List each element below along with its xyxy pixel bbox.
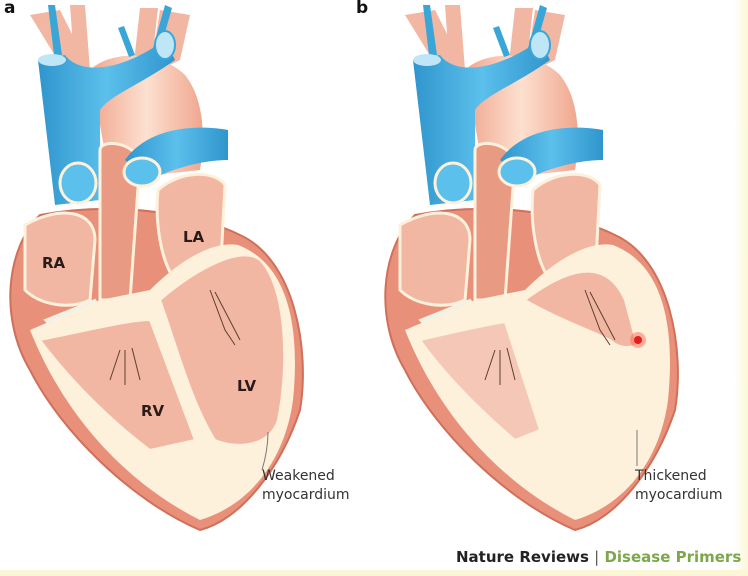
heart-a [8, 3, 305, 532]
background-edge [0, 570, 748, 576]
label-right-atrium: RA [42, 254, 66, 272]
series-name: Disease Primers [604, 548, 742, 566]
panel-label-b: b [356, 0, 369, 18]
label-left-ventricle: LV [237, 377, 257, 395]
annotation-line: myocardium [262, 487, 350, 503]
heart-b [383, 3, 680, 532]
panel-label-a: a [4, 0, 16, 18]
label-right-ventricle: RV [141, 402, 165, 420]
background-edge [734, 0, 748, 576]
annotation-line: Thickened [635, 468, 707, 484]
credit-line: Nature Reviews | Disease Primers [456, 548, 741, 566]
journal-name: Nature Reviews [456, 548, 589, 566]
annotation-line: myocardium [635, 487, 723, 503]
annotation-a: Weakened myocardium [262, 467, 350, 505]
annotation-line: Weakened [262, 468, 335, 484]
annotation-b: Thickened myocardium [635, 467, 723, 505]
credit-separator: | [594, 548, 600, 566]
label-left-atrium: LA [183, 228, 205, 246]
